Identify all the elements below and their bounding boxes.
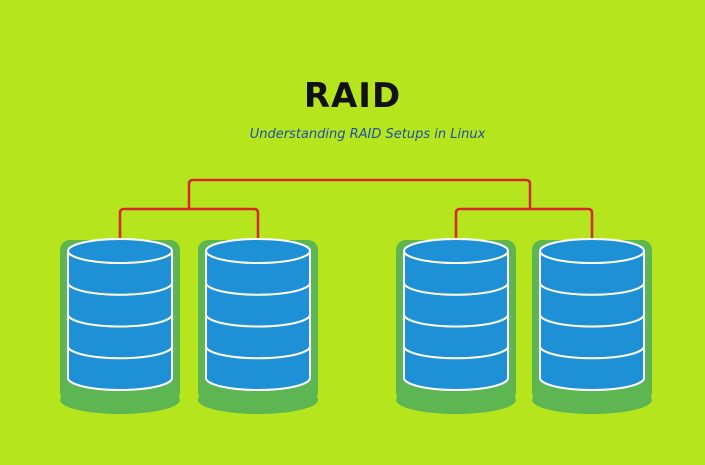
platter-line (205, 346, 311, 360)
disk-4 (532, 238, 652, 414)
platter-line (539, 314, 645, 328)
disk-3 (396, 238, 516, 414)
platter-line (67, 346, 173, 360)
platter-line (67, 314, 173, 328)
platter-line (539, 282, 645, 296)
platter-line (67, 282, 173, 296)
page-subtitle: Understanding RAID Setups in Linux (249, 127, 486, 142)
platter-line (539, 346, 645, 360)
disk-fill (69, 251, 171, 378)
platter-line (403, 282, 509, 296)
disk-2 (198, 238, 318, 414)
connector-top (187, 178, 532, 209)
disk-top (205, 238, 311, 264)
platter-line (403, 314, 509, 328)
platter-line (403, 346, 509, 360)
disk-shadow-base (532, 386, 652, 414)
disk-top (403, 238, 509, 264)
disk-shadow-base (198, 386, 318, 414)
disk-shadow-base (396, 386, 516, 414)
raid-connectors (118, 178, 594, 243)
disk-top (539, 238, 645, 264)
page-title: RAID (303, 76, 402, 116)
raid-disks (60, 238, 652, 414)
disk-fill (207, 251, 309, 378)
platter-line (205, 282, 311, 296)
disk-top (67, 238, 173, 264)
disk-fill (541, 251, 643, 378)
connector-group-right (454, 207, 594, 243)
disk-1 (60, 238, 180, 414)
platter-line (205, 314, 311, 328)
connector-group-left (118, 207, 260, 243)
disk-shadow-base (60, 386, 180, 414)
disk-fill (405, 251, 507, 378)
